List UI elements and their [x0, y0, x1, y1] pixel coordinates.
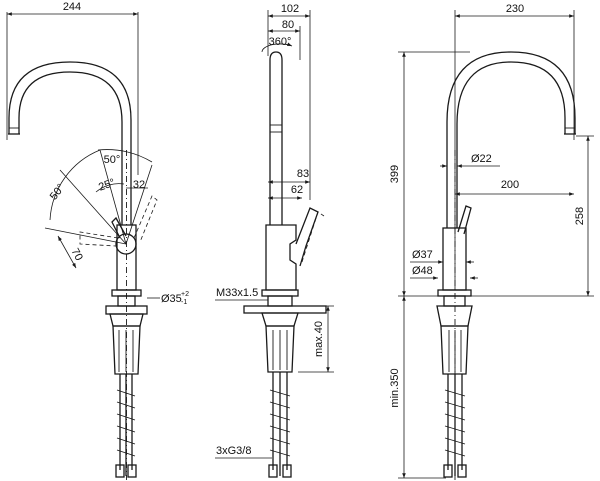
hoses-label: 3xG3/8: [216, 445, 251, 457]
angle-25-label: 25°: [97, 177, 117, 194]
angle-50-left-label: 50°: [48, 182, 68, 203]
side-lever-ghost: [301, 211, 325, 263]
side-hose-fitting-2: [282, 464, 292, 478]
front-mount-nut: [112, 325, 141, 375]
side-counter-plate: [243, 305, 327, 314]
side-hose-fitting-1: [268, 464, 278, 478]
side-washer: [261, 312, 299, 327]
h258-label: 258: [574, 207, 586, 225]
reach200-label: 200: [501, 179, 519, 191]
side-spout-label: 80: [282, 19, 294, 31]
front-hose-fitting-1: [115, 464, 125, 478]
front-spout-outer: [8, 61, 132, 225]
front-width-label: 244: [63, 1, 81, 13]
side-view: 102 80 360° 83 62 M33x1.5 max.40: [215, 3, 334, 478]
front-view: 244 50° 50° 25° 32 70: [6, 1, 189, 480]
right-view: 230 399 min.350 Ø22 200 258 Ø37: [389, 3, 594, 480]
h399-label: 399: [389, 165, 401, 183]
lever-32-label: 32: [133, 179, 145, 191]
right-base-neck: [443, 295, 466, 307]
angle-ray-4: [44, 227, 127, 245]
side-mount-nut: [265, 325, 295, 373]
lever-70-dim: [57, 235, 77, 269]
right-base-ring: [437, 289, 472, 297]
side-hose-braid: [269, 389, 291, 457]
right-hose-fitting-1: [443, 464, 453, 478]
right-washer: [436, 305, 473, 327]
d22-label: Ø22: [471, 153, 492, 165]
side-62-label: 62: [291, 184, 303, 196]
lever-70-label: 70: [68, 246, 84, 262]
right-width-label: 230: [506, 3, 524, 15]
side-83-label: 83: [297, 168, 309, 180]
angle-arc-25: [95, 183, 125, 193]
front-lever-ghost-left: [79, 231, 119, 247]
angle-arc-50-upper: [97, 149, 153, 163]
hole-tol-plus: +2: [181, 291, 189, 298]
angle-ray-3: [125, 164, 153, 245]
front-hose-braid: [116, 389, 136, 457]
d48-label: Ø48: [412, 265, 433, 277]
front-lever-hub: [115, 233, 137, 255]
side-lever: [295, 207, 319, 267]
angle-arc-50-left: [49, 149, 101, 221]
d37-label: Ø37: [412, 249, 433, 261]
rotation-label: 360°: [269, 36, 292, 48]
angle-ray-1: [59, 169, 127, 245]
right-spout-outer: [446, 51, 576, 228]
side-base-neck: [267, 295, 293, 307]
side-body: [265, 224, 297, 291]
thread-label: M33x1.5: [216, 287, 258, 299]
side-overall-label: 102: [281, 3, 299, 15]
side-base-ring: [261, 289, 299, 297]
front-lever-ghost-right: [133, 195, 158, 243]
side-spout: [269, 51, 283, 225]
rotation-arrow: [261, 42, 293, 53]
right-mount-nut: [440, 325, 469, 375]
angle-ray-2: [99, 149, 127, 245]
min350-label: min.350: [389, 368, 401, 407]
hole-diameter-label: Ø35: [161, 293, 182, 305]
right-lever: [457, 205, 472, 235]
right-hose-fitting-2: [457, 464, 467, 478]
max40-label: max.40: [313, 321, 325, 357]
front-hose-fitting-2: [127, 464, 137, 478]
hole-tol-minus: -1: [181, 299, 187, 306]
front-spout-inner: [18, 71, 123, 225]
angle-50-upper-label: 50°: [104, 154, 121, 166]
right-body: [442, 227, 467, 291]
right-spout-inner: [456, 61, 566, 228]
